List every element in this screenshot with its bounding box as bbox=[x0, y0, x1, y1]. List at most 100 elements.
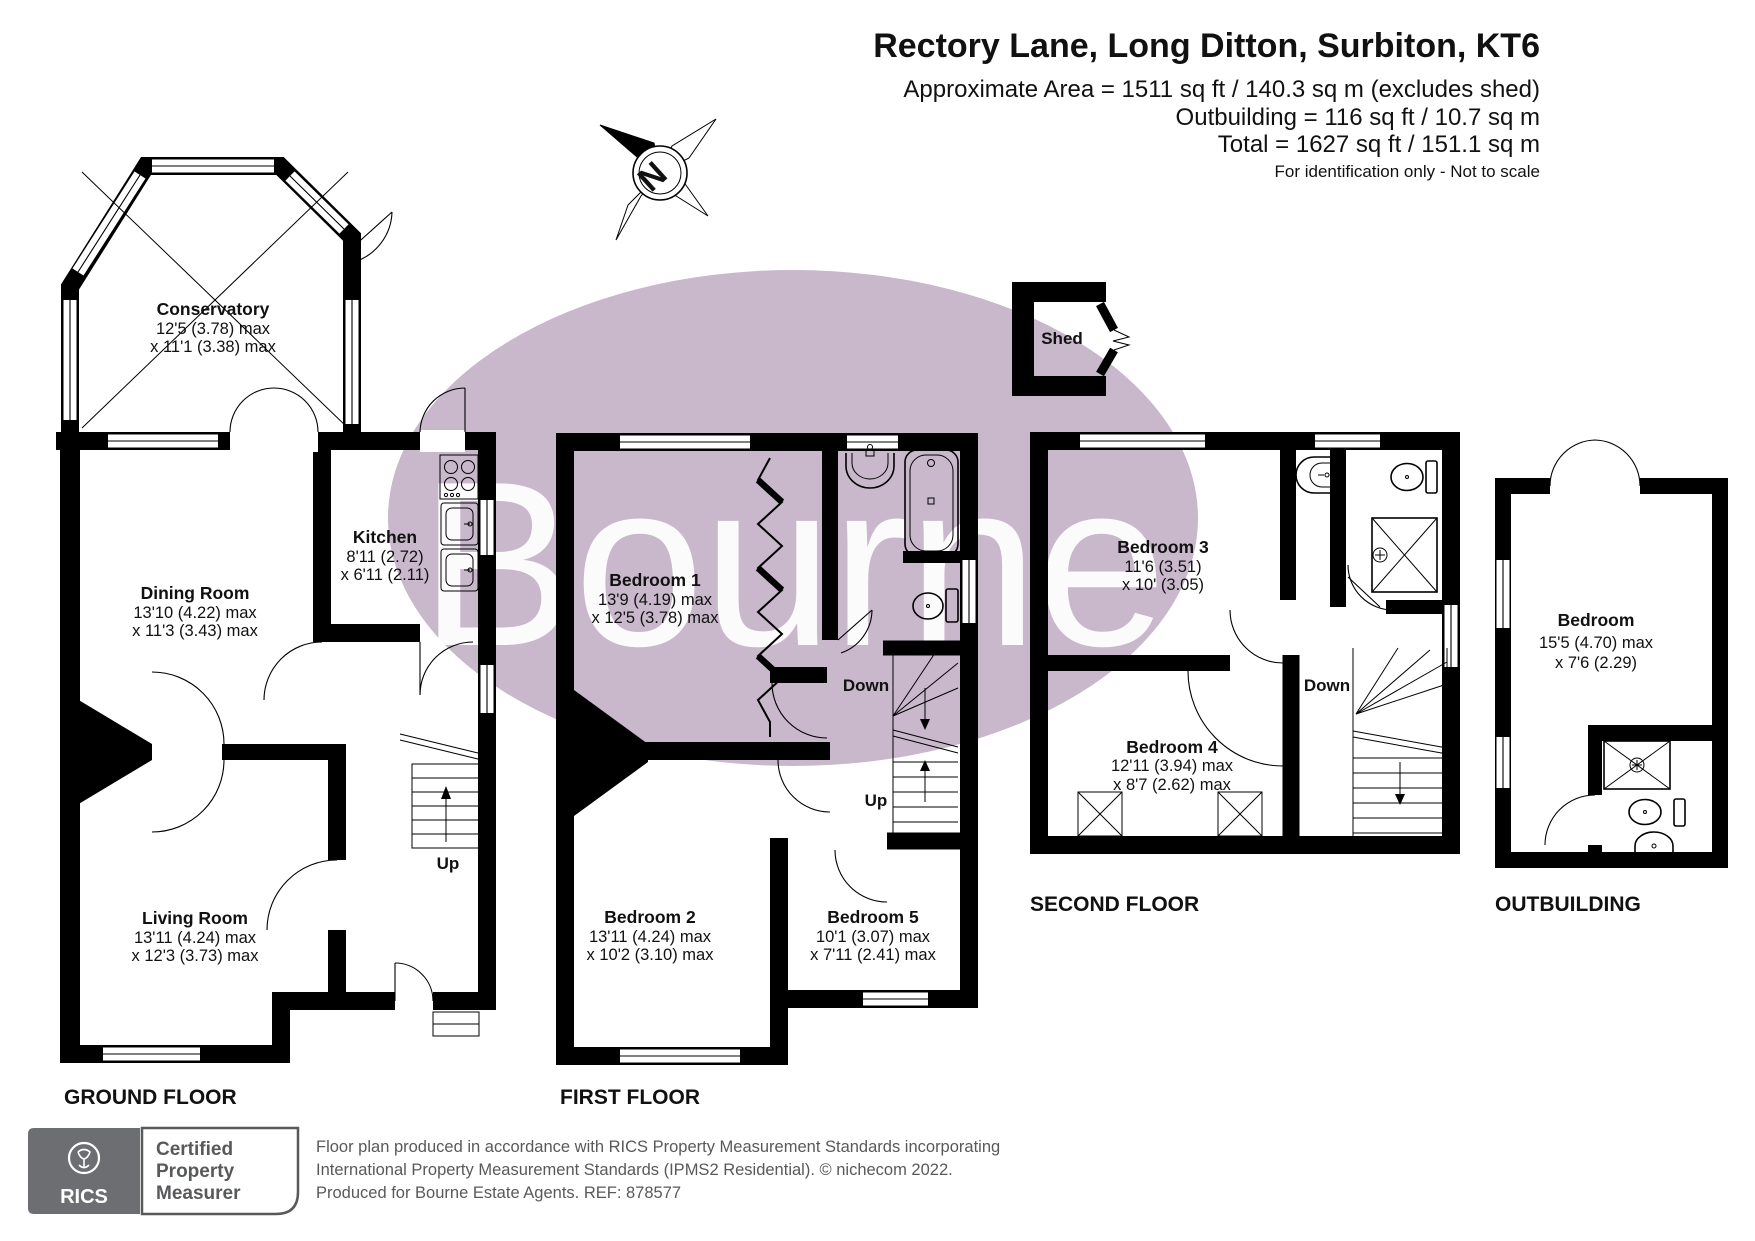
certified-line-3: Measurer bbox=[156, 1183, 241, 1204]
second-floor-plan: Bedroom 3 11'6 (3.51) x 10' (3.05) Bedro… bbox=[1030, 432, 1460, 916]
roof-windows bbox=[1077, 791, 1263, 837]
second-floor-labels: Bedroom 3 11'6 (3.51) x 10' (3.05) Bedro… bbox=[1030, 537, 1350, 916]
first-floor-plan: Bedroom 1 13'9 (4.19) max x 12'5 (3.78) … bbox=[556, 433, 978, 1109]
room-dim2: x 11'3 (3.43) max bbox=[132, 622, 258, 640]
second-floor-stairs bbox=[1352, 647, 1448, 837]
room-dim1: 12'5 (3.78) max bbox=[156, 320, 271, 338]
room-name: Kitchen bbox=[353, 527, 417, 547]
bath-icon bbox=[904, 449, 959, 557]
chimney-breast bbox=[574, 690, 648, 816]
room-name: Conservatory bbox=[157, 299, 270, 319]
room-dim2: x 7'6 (2.29) bbox=[1555, 654, 1637, 672]
room-dining: Dining Room 13'10 (4.22) max x 11'3 (3.4… bbox=[132, 583, 258, 640]
first-floor-walls bbox=[556, 433, 978, 1065]
page-title: Rectory Lane, Long Ditton, Surbiton, KT6 bbox=[873, 27, 1540, 65]
second-floor-doors bbox=[1187, 564, 1394, 767]
area-line-1: Approximate Area = 1511 sq ft / 140.3 sq… bbox=[903, 76, 1540, 103]
room-dim1: 13'10 (4.22) max bbox=[133, 604, 257, 622]
header: Rectory Lane, Long Ditton, Surbiton, KT6… bbox=[873, 27, 1540, 181]
room-name: Bedroom bbox=[1558, 610, 1635, 630]
ground-floor-openings bbox=[230, 430, 465, 1012]
footer-line-1: Floor plan produced in accordance with R… bbox=[316, 1138, 1000, 1156]
toilet-icon bbox=[912, 588, 959, 623]
toilet-icon bbox=[1628, 798, 1686, 827]
ground-stairs bbox=[399, 733, 483, 849]
room-name: Bedroom 3 bbox=[1117, 537, 1209, 557]
room-bedroom-5: Bedroom 5 10'1 (3.07) max x 7'11 (2.41) … bbox=[810, 907, 936, 964]
second-floor-title: SECOND FLOOR bbox=[1030, 893, 1199, 916]
footer-line-3: Produced for Bourne Estate Agents. REF: … bbox=[316, 1184, 681, 1202]
ground-floor-labels: Conservatory 12'5 (3.78) max x 11'1 (3.3… bbox=[64, 299, 459, 1109]
room-outbuilding-bedroom: Bedroom 15'5 (4.70) max x 7'6 (2.29) bbox=[1539, 610, 1654, 672]
kitchen-counter-icon bbox=[440, 548, 479, 592]
scale-note: For identification only - Not to scale bbox=[1274, 162, 1540, 181]
rics-label: RICS bbox=[60, 1186, 108, 1208]
room-dim1: 15'5 (4.70) max bbox=[1539, 634, 1654, 652]
room-name: Bedroom 2 bbox=[604, 907, 696, 927]
room-dim1: 12'11 (3.94) max bbox=[1111, 757, 1234, 775]
room-name: Bedroom 1 bbox=[609, 570, 701, 590]
outbuilding-plan: Bedroom 15'5 (4.70) max x 7'6 (2.29) OUT… bbox=[1495, 439, 1728, 916]
room-dim2: x 10' (3.05) bbox=[1122, 576, 1204, 594]
rics-badge: RICS bbox=[28, 1128, 140, 1214]
watermark-ellipse bbox=[388, 270, 1198, 766]
stove-icon bbox=[439, 454, 479, 500]
first-floor-stairs bbox=[892, 652, 959, 833]
certified-line-2: Property bbox=[156, 1161, 235, 1182]
sink-icon bbox=[845, 444, 895, 489]
certified-property-measurer-badge: Certified Property Measurer bbox=[140, 1126, 300, 1216]
second-floor-bathroom bbox=[1295, 456, 1438, 593]
ground-floor-title: GROUND FLOOR bbox=[64, 1086, 237, 1109]
footer-disclaimer: Floor plan produced in accordance with R… bbox=[316, 1138, 1000, 1202]
room-dim2: x 8'7 (2.62) max bbox=[1113, 776, 1232, 794]
outbuilding-labels: Bedroom 15'5 (4.70) max x 7'6 (2.29) OUT… bbox=[1495, 610, 1654, 916]
room-conservatory: Conservatory 12'5 (3.78) max x 11'1 (3.3… bbox=[150, 299, 276, 356]
outbuilding-title: OUTBUILDING bbox=[1495, 893, 1641, 916]
room-dim2: x 7'11 (2.41) max bbox=[810, 946, 936, 964]
compass-icon: N bbox=[599, 118, 717, 241]
room-dim1: 10'1 (3.07) max bbox=[816, 928, 931, 946]
area-line-2: Outbuilding = 116 sq ft / 10.7 sq m bbox=[1176, 104, 1540, 131]
footer: RICS Certified Property Measurer Floor p… bbox=[28, 1126, 1000, 1216]
rics-badge-background bbox=[28, 1128, 140, 1214]
room-name: Bedroom 5 bbox=[827, 907, 919, 927]
shower-icon bbox=[1371, 517, 1438, 593]
first-floor-labels: Bedroom 1 13'9 (4.19) max x 12'5 (3.78) … bbox=[560, 570, 937, 1109]
outbuilding-walls bbox=[1495, 478, 1728, 868]
room-dim2: x 12'5 (3.78) max bbox=[592, 609, 720, 627]
kitchen-units bbox=[439, 454, 479, 592]
first-floor-title: FIRST FLOOR bbox=[560, 1086, 700, 1109]
room-dim2: x 6'11 (2.11) bbox=[341, 566, 430, 584]
room-dim2: x 11'1 (3.38) max bbox=[150, 338, 276, 356]
wardrobe-icon bbox=[755, 457, 785, 737]
outbuilding-doors bbox=[1544, 439, 1641, 846]
shower-icon bbox=[1603, 740, 1671, 790]
first-floor-bathroom bbox=[845, 444, 959, 623]
room-dim1: 13'9 (4.19) max bbox=[598, 591, 713, 609]
stairs-down-label: Down bbox=[1304, 676, 1350, 695]
shed-plan: Shed bbox=[1012, 282, 1131, 396]
ground-floor-doors bbox=[151, 211, 474, 1002]
chimney-breast bbox=[62, 690, 152, 814]
first-floor-windows bbox=[620, 435, 976, 1063]
room-dim1: 13'11 (4.24) max bbox=[134, 929, 257, 947]
room-dim1: 11'6 (3.51) bbox=[1124, 558, 1201, 576]
sink-icon bbox=[1295, 456, 1332, 494]
room-name: Bedroom 4 bbox=[1126, 737, 1218, 757]
first-floor-doors bbox=[771, 609, 888, 903]
stairs-up-label: Up bbox=[865, 791, 888, 810]
outbuilding-fixtures bbox=[1603, 740, 1686, 852]
room-bedroom-2: Bedroom 2 13'11 (4.24) max x 10'2 (3.10)… bbox=[587, 907, 715, 964]
room-kitchen: Kitchen 8'11 (2.72) x 6'11 (2.11) bbox=[341, 527, 430, 584]
room-dim1: 8'11 (2.72) bbox=[346, 548, 423, 566]
kitchen-sink-icon bbox=[440, 502, 479, 546]
room-dim1: 13'11 (4.24) max bbox=[589, 928, 712, 946]
room-living: Living Room 13'11 (4.24) max x 12'3 (3.7… bbox=[132, 908, 260, 965]
area-line-3: Total = 1627 sq ft / 151.1 sq m bbox=[1218, 131, 1540, 158]
room-dim2: x 12'3 (3.73) max bbox=[132, 947, 260, 965]
room-dim2: x 10'2 (3.10) max bbox=[587, 946, 715, 964]
ground-floor-plan: Conservatory 12'5 (3.78) max x 11'1 (3.3… bbox=[56, 157, 496, 1109]
footer-line-2: International Property Measurement Stand… bbox=[316, 1161, 953, 1179]
